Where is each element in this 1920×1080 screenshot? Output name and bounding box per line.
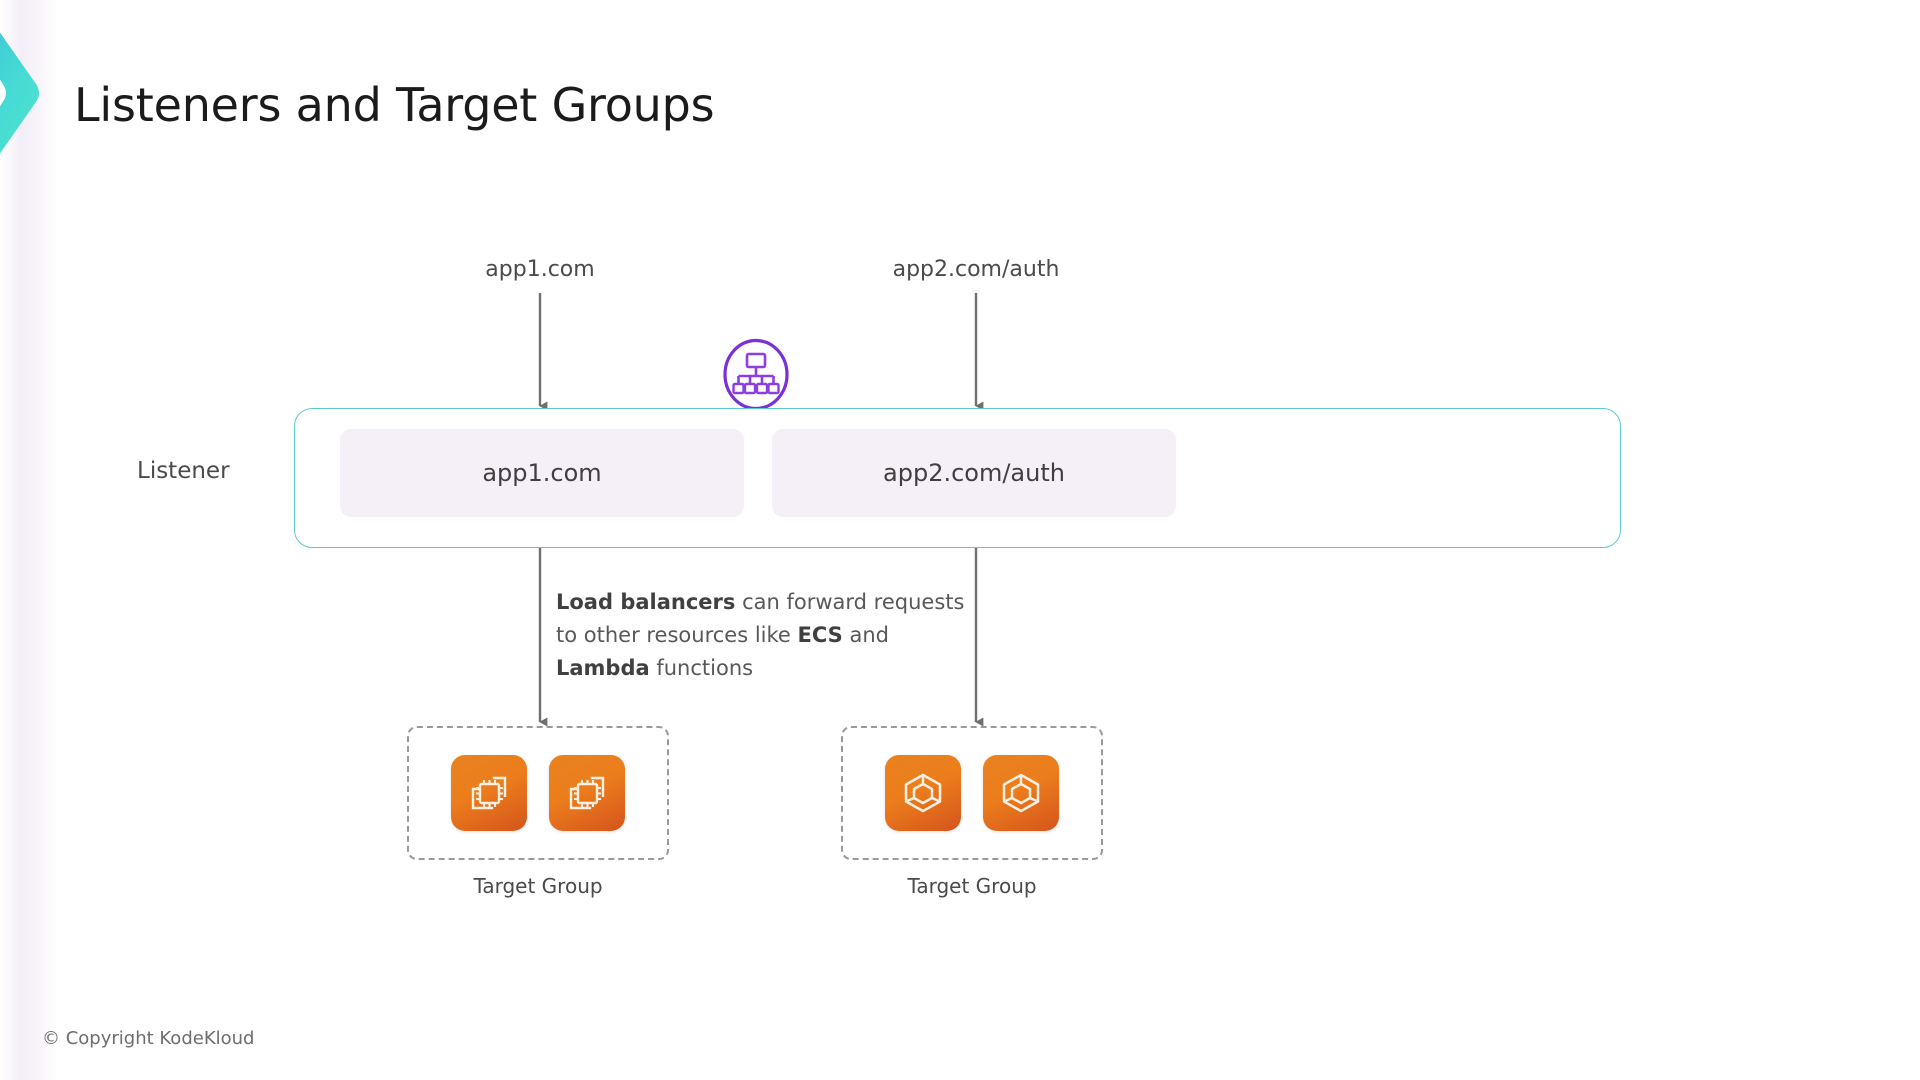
- annotation-term-ecs: ECS: [797, 623, 843, 647]
- annotation-term-load-balancers: Load balancers: [556, 590, 736, 614]
- load-balancer-icon: [721, 337, 791, 412]
- source-label-app1: app1.com: [485, 257, 595, 282]
- ec2-instance-icon[interactable]: [451, 755, 527, 831]
- lambda-cube-icon[interactable]: [983, 755, 1059, 831]
- listener-rule-label: app2.com/auth: [883, 459, 1065, 487]
- target-group-ec2: Target Group: [407, 726, 669, 898]
- annotation-term-lambda: Lambda: [556, 656, 650, 680]
- listener-rule-label: app1.com: [482, 459, 602, 487]
- page-title: Listeners and Target Groups: [74, 78, 715, 132]
- target-group-caption: Target Group: [907, 874, 1037, 898]
- footer-copyright: © Copyright KodeKloud: [42, 1028, 255, 1049]
- annotation-text-1: can forward requests to other resources …: [556, 590, 965, 647]
- annotation-text-3: functions: [649, 656, 754, 680]
- listener-label: Listener: [137, 458, 230, 484]
- target-group-caption: Target Group: [473, 874, 603, 898]
- listener-rule-app2[interactable]: app2.com/auth: [772, 429, 1176, 517]
- ec2-instance-icon[interactable]: [549, 755, 625, 831]
- annotation-note: Load balancers can forward requests to o…: [556, 586, 976, 685]
- target-group-lambda: Target Group: [841, 726, 1103, 898]
- target-group-box: [407, 726, 669, 860]
- annotation-text-2: and: [842, 623, 889, 647]
- target-group-box: [841, 726, 1103, 860]
- source-label-app2: app2.com/auth: [892, 257, 1060, 282]
- listener-container: app1.com app2.com/auth: [294, 408, 1621, 548]
- listener-rule-app1[interactable]: app1.com: [340, 429, 744, 517]
- lambda-cube-icon[interactable]: [885, 755, 961, 831]
- chevron-logo-icon: [0, 18, 60, 168]
